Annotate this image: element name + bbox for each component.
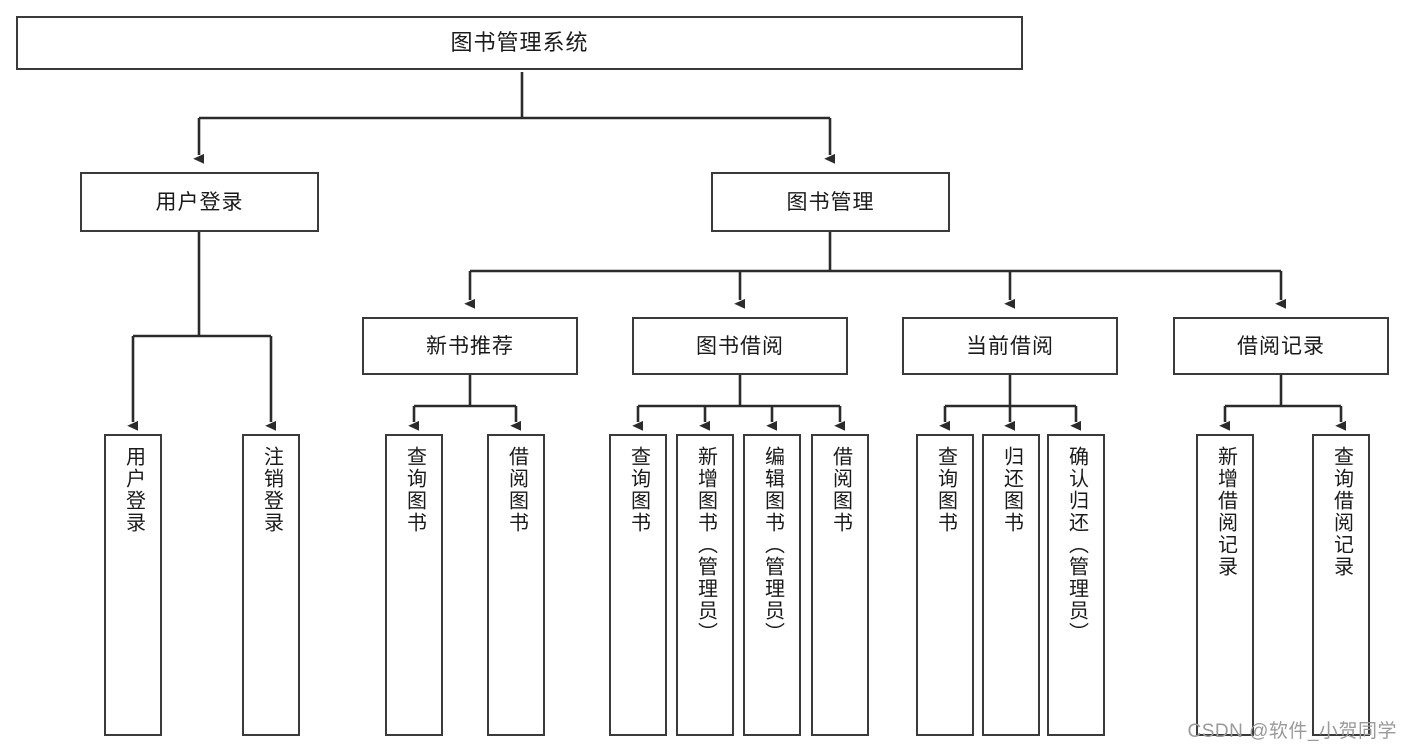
node-leaf-return-book[interactable]: 归还图书: [982, 434, 1040, 736]
node-leaf-logout-label: 注销登录: [260, 446, 283, 534]
node-leaf-query-book-1-label: 查询图书: [403, 446, 426, 534]
node-leaf-borrow-book-2-label: 借阅图书: [829, 446, 852, 534]
node-leaf-query-book-2[interactable]: 查询图书: [609, 434, 667, 736]
node-current-borrow[interactable]: 当前借阅: [902, 317, 1118, 375]
node-leaf-add-book-label: 新增图书（管理员）: [694, 446, 717, 644]
node-leaf-borrow-book-2[interactable]: 借阅图书: [811, 434, 869, 736]
node-leaf-user-login-label: 用户登录: [122, 446, 145, 534]
node-leaf-borrow-book-1[interactable]: 借阅图书: [487, 434, 545, 736]
node-book-borrow-label: 图书借阅: [696, 334, 784, 358]
node-root[interactable]: 图书管理系统: [16, 16, 1023, 70]
node-leaf-edit-book-label: 编辑图书（管理员）: [761, 446, 784, 644]
node-book-borrow[interactable]: 图书借阅: [632, 317, 848, 375]
node-leaf-edit-book[interactable]: 编辑图书（管理员）: [743, 434, 801, 736]
node-leaf-logout[interactable]: 注销登录: [242, 434, 300, 736]
node-new-book-recommend-label: 新书推荐: [426, 334, 514, 358]
node-leaf-query-record[interactable]: 查询借阅记录: [1312, 434, 1370, 736]
node-user-login[interactable]: 用户登录: [80, 172, 319, 232]
node-new-book-recommend[interactable]: 新书推荐: [362, 317, 578, 375]
node-leaf-add-book[interactable]: 新增图书（管理员）: [676, 434, 734, 736]
node-borrow-record-label: 借阅记录: [1237, 334, 1325, 358]
node-current-borrow-label: 当前借阅: [966, 334, 1054, 358]
node-book-manage[interactable]: 图书管理: [711, 172, 950, 232]
node-leaf-add-record-label: 新增借阅记录: [1214, 446, 1237, 578]
node-user-login-label: 用户登录: [155, 190, 244, 214]
node-leaf-return-book-label: 归还图书: [1000, 446, 1023, 534]
node-leaf-add-record[interactable]: 新增借阅记录: [1196, 434, 1254, 736]
node-leaf-user-login[interactable]: 用户登录: [104, 434, 162, 736]
node-leaf-query-book-1[interactable]: 查询图书: [385, 434, 443, 736]
node-leaf-confirm-return-label: 确认归还（管理员）: [1065, 446, 1088, 644]
node-root-label: 图书管理系统: [450, 30, 589, 55]
node-leaf-borrow-book-1-label: 借阅图书: [505, 446, 528, 534]
node-leaf-confirm-return[interactable]: 确认归还（管理员）: [1047, 434, 1105, 736]
node-borrow-record[interactable]: 借阅记录: [1173, 317, 1389, 375]
node-book-manage-label: 图书管理: [786, 190, 875, 214]
node-leaf-query-book-3-label: 查询图书: [934, 446, 957, 534]
node-leaf-query-record-label: 查询借阅记录: [1330, 446, 1353, 578]
node-leaf-query-book-2-label: 查询图书: [627, 446, 650, 534]
node-leaf-query-book-3[interactable]: 查询图书: [916, 434, 974, 736]
watermark: CSDN @软件_小贺同学: [1187, 721, 1397, 742]
